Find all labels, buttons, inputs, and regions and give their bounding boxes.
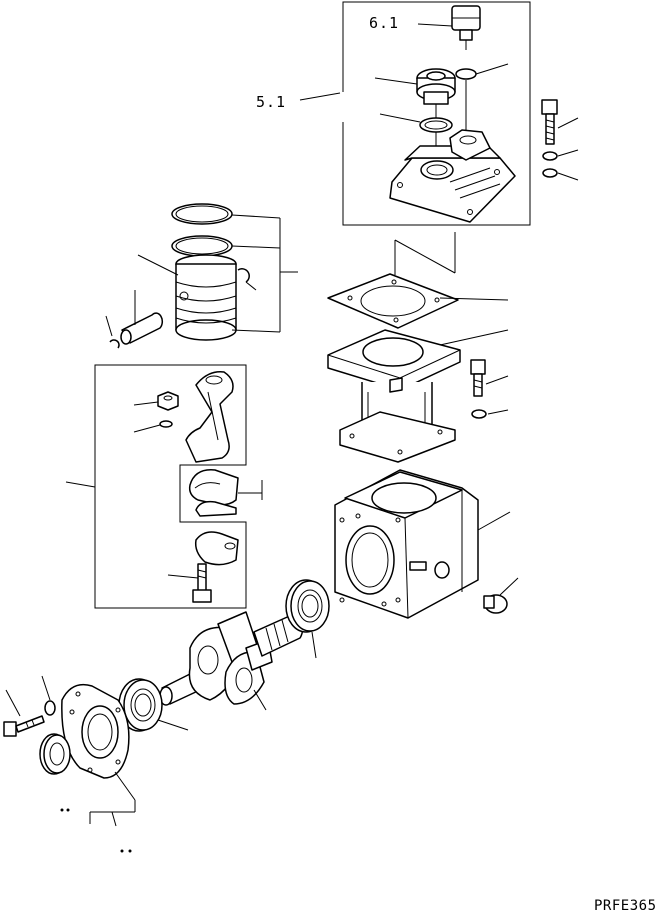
leader-5-1 [299,92,341,101]
oil-seal [39,733,71,775]
piston-rings [171,203,233,257]
rod-cap [194,531,239,566]
cylinder-head-group [299,1,579,226]
connecting-rod-group [65,364,263,609]
dot-mark [66,808,70,812]
head-bolt [541,99,558,145]
piston [175,254,237,341]
rod-bolt [192,563,212,603]
side-bolt [483,594,508,614]
rod-nut [157,391,179,411]
block-washer [471,409,487,419]
bearing-shells [188,469,239,517]
snap-ring [237,268,250,283]
cylinder-block [327,329,461,463]
label-part-6-1: 6.1 [369,14,400,32]
piston-pin [120,312,164,345]
valve-plug [416,68,456,105]
dot-mark [60,808,64,812]
cover-bolt [3,715,45,737]
connecting-rod [185,371,234,463]
spring-washer [542,151,558,161]
block-bolt [470,359,486,397]
leader-6-1 [417,23,453,27]
crankcase [334,469,479,619]
plain-washer [542,168,558,178]
label-part-5-1: 5.1 [256,93,287,111]
cover-washer [44,700,56,716]
dot-mark [128,849,132,853]
bearing-right [285,579,330,633]
cylinder-head [389,129,516,223]
drawing-code: PRFE365 [594,898,657,914]
crankshaft [159,611,304,706]
drain-plug [409,561,450,579]
valve-cap [451,5,481,50]
pin-clip [109,339,120,349]
rod-washer [159,420,173,428]
group-box-5-1 [342,1,531,226]
washer [455,68,477,80]
dot-mark [120,849,124,853]
bearing-left [118,678,163,732]
head-gasket [327,273,459,329]
